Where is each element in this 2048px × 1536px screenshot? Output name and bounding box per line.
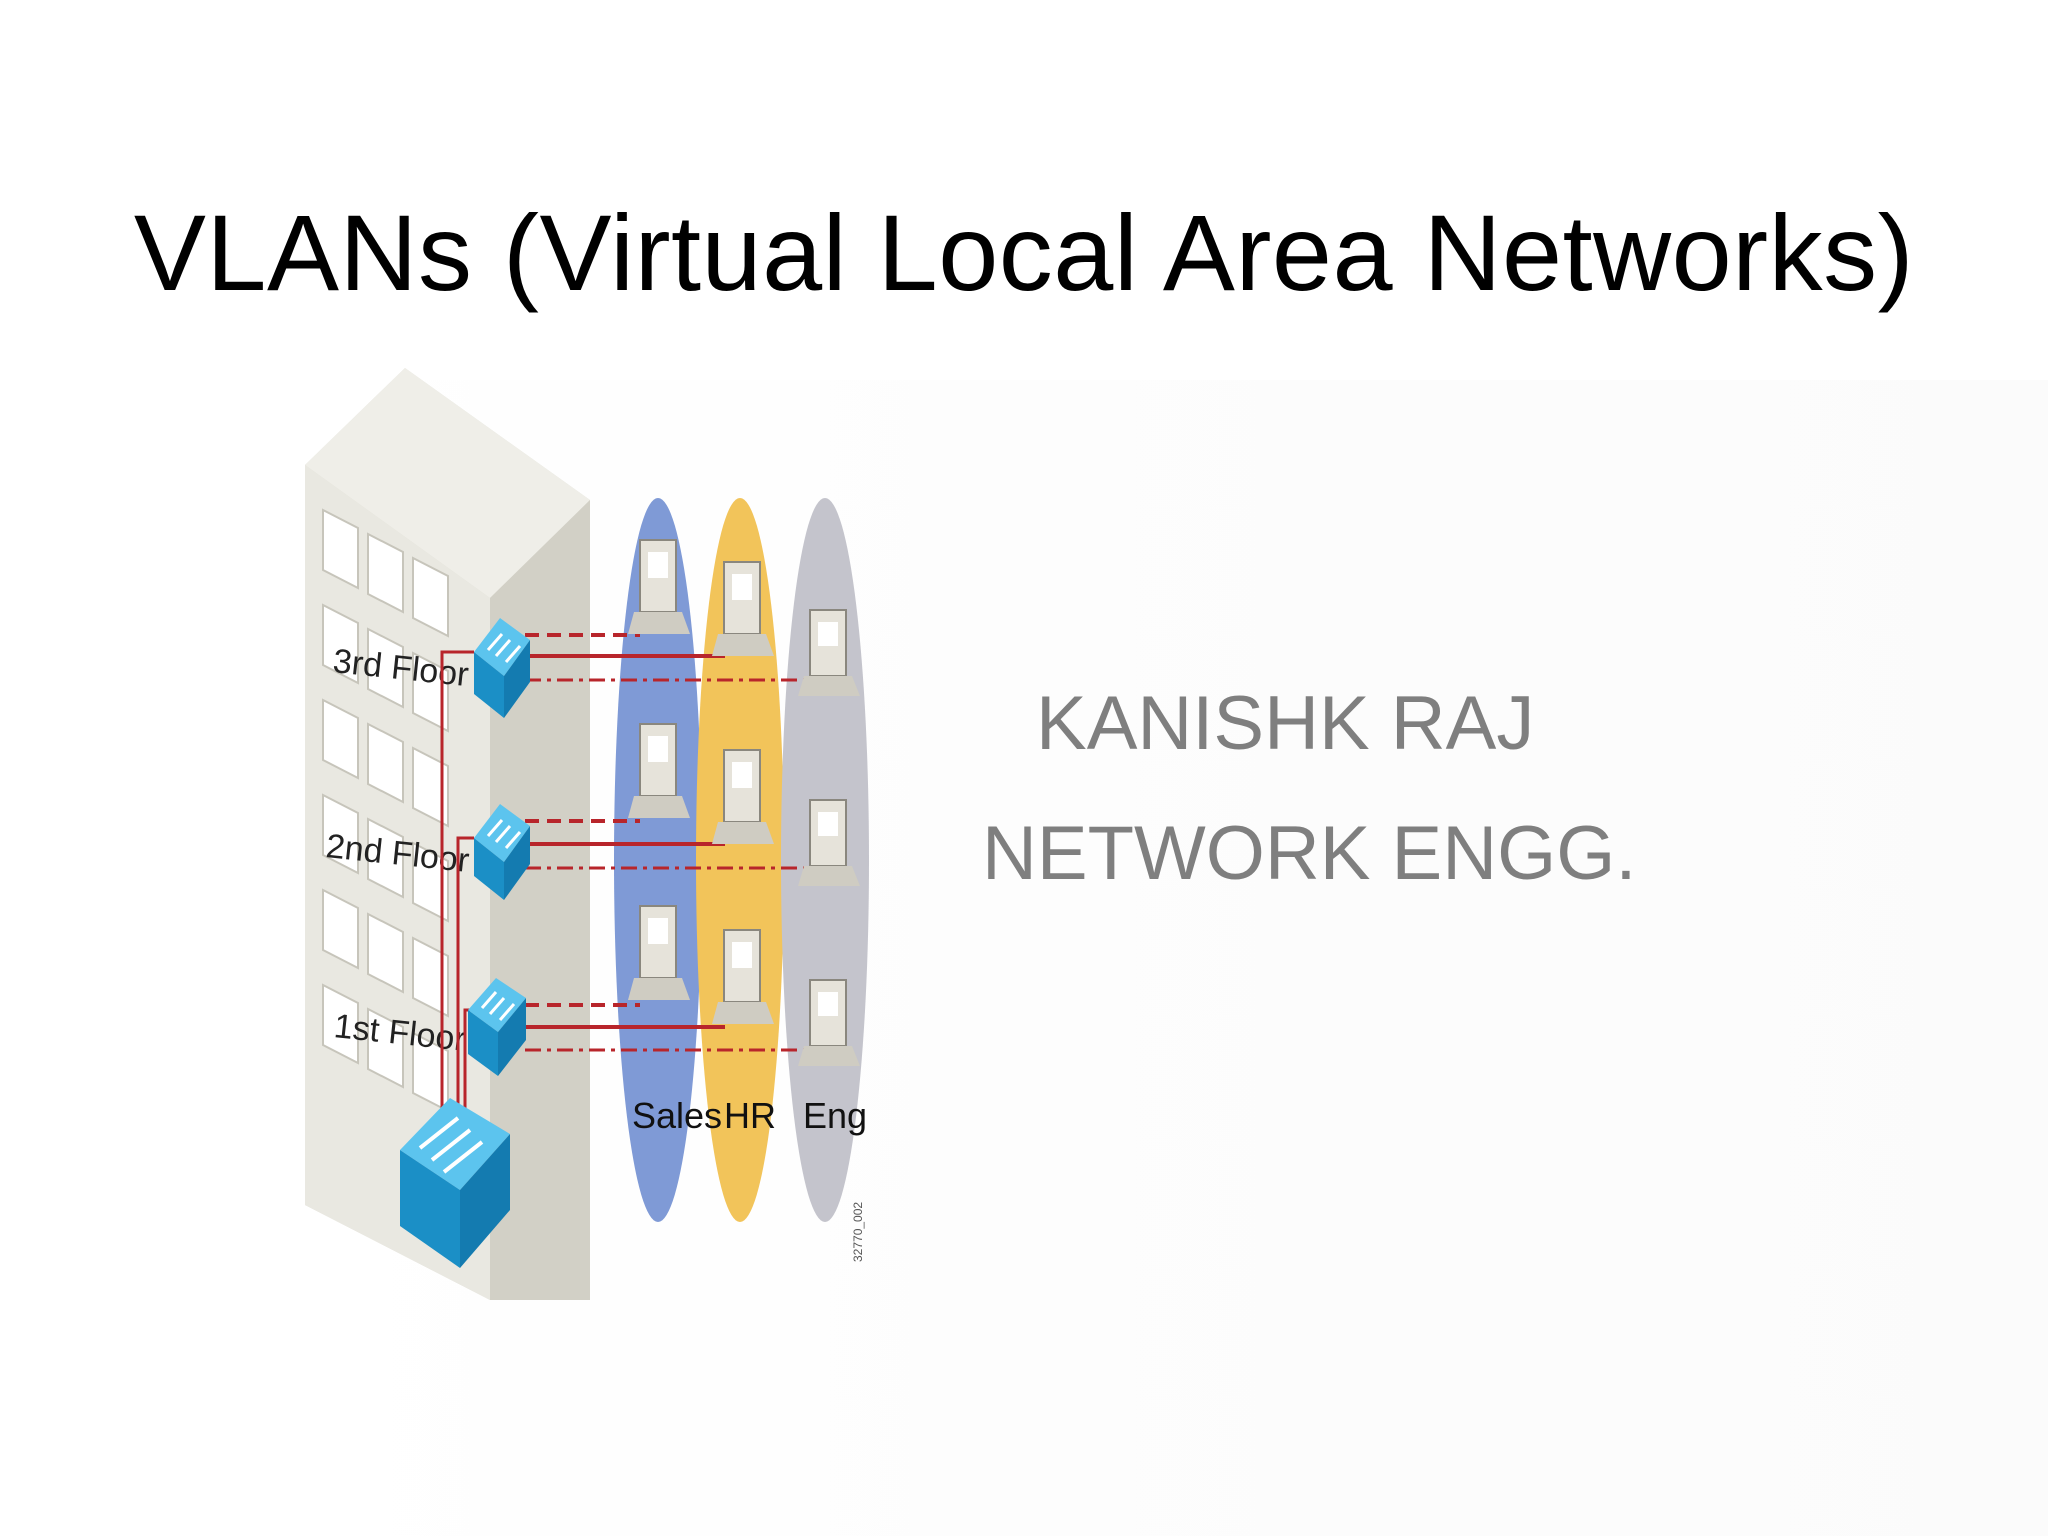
author-role: NETWORK ENGG. xyxy=(982,811,1637,896)
switch-icon xyxy=(474,618,530,718)
background-panel xyxy=(300,380,2048,1536)
switch-icon xyxy=(468,978,526,1076)
vlan-label-sales: Sales xyxy=(632,1095,722,1136)
author-name: KANISHK RAJ xyxy=(1036,681,1535,766)
slide-title: VLANs (Virtual Local Area Networks) xyxy=(133,192,1915,313)
building-icon xyxy=(305,368,590,1300)
vlan-links xyxy=(525,633,812,1052)
computer-icon xyxy=(628,539,690,634)
computer-icon xyxy=(712,929,774,1024)
computer-icon xyxy=(798,609,860,696)
vlan-label-eng: Eng xyxy=(803,1095,867,1136)
computer-icon xyxy=(628,723,690,818)
computer-icon xyxy=(628,905,690,1000)
computer-icon xyxy=(712,561,774,656)
computer-icon xyxy=(712,749,774,844)
vlan-label-hr: HR xyxy=(724,1095,776,1136)
figure-code: 32770_002 xyxy=(851,1202,865,1262)
core-switch-icon xyxy=(400,1098,510,1268)
switch-icon xyxy=(474,804,530,900)
computer-icon xyxy=(798,979,860,1066)
computer-icon xyxy=(798,799,860,886)
